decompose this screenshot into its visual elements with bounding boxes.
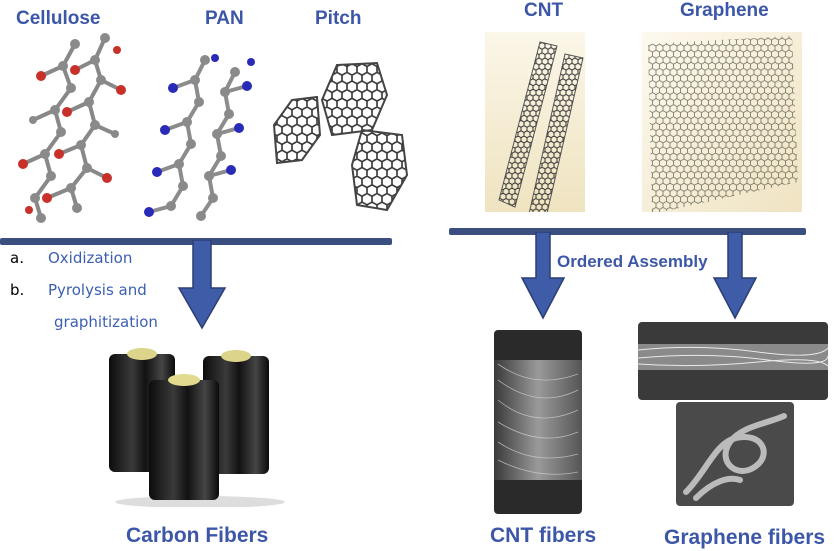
cellulose-molecule-image xyxy=(18,33,126,223)
pitch-molecule-image xyxy=(272,61,409,212)
graphene-fiber-sem-image xyxy=(638,322,828,400)
pan-molecule-image xyxy=(144,54,255,221)
step-b-text: Pyrolysis and xyxy=(48,281,147,299)
graphene-fiber-arrow xyxy=(712,232,758,320)
graphene-fiber-knot-image xyxy=(676,402,794,506)
cnt-structure-image xyxy=(485,32,585,212)
carbon-fiber-spools-image xyxy=(109,348,285,507)
ordered-assembly-label: Ordered Assembly xyxy=(554,252,711,272)
graphene-label: Graphene xyxy=(680,0,769,21)
cnt-fiber-arrow xyxy=(520,232,566,320)
graphene-fibers-label: Graphene fibers xyxy=(664,526,826,549)
carbon-fiber-arrow xyxy=(177,240,227,330)
cnt-label: CNT xyxy=(524,0,564,21)
pitch-label: Pitch xyxy=(315,8,362,29)
pan-label: PAN xyxy=(205,8,244,29)
cnt-fibers-label: CNT fibers xyxy=(490,524,597,547)
step-b-key: b. xyxy=(10,281,25,299)
cnt-fiber-sem-image xyxy=(494,330,582,514)
cellulose-label: Cellulose xyxy=(16,8,101,29)
step-b-text-cont: graphitization xyxy=(54,313,158,331)
carbon-fibers-label: Carbon Fibers xyxy=(126,524,269,547)
step-a-text: Oxidization xyxy=(48,249,133,267)
step-a-key: a. xyxy=(10,249,24,267)
right-process-bar xyxy=(449,228,806,235)
graphene-sheet-image xyxy=(642,32,802,212)
